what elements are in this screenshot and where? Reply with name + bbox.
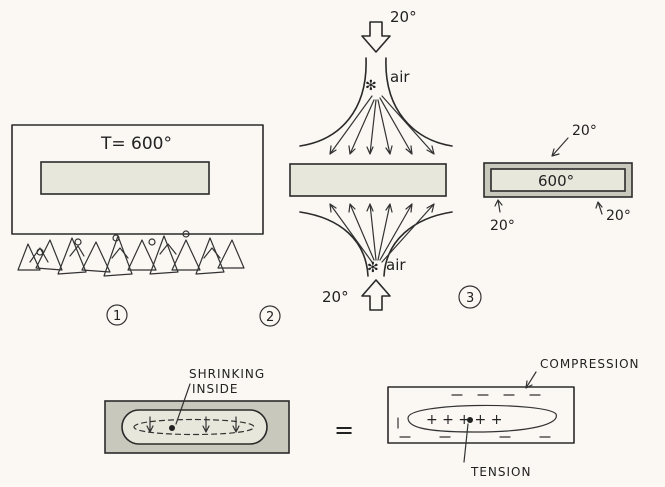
tension-pointer <box>463 423 469 463</box>
shrinking-diagram: SHRINKING INSIDE <box>104 367 290 454</box>
tension-label: TENSION <box>470 465 531 479</box>
bottom-left-pointer <box>494 199 503 213</box>
cooled-top-right-temp: 20° <box>572 123 597 139</box>
shrinking-label-line2: INSIDE <box>192 382 239 396</box>
stress-inner-boundary <box>407 404 557 433</box>
tension-plus-signs: + + + + + <box>426 412 502 428</box>
top-fan-icon: ✻ <box>365 78 377 94</box>
quench-stage: 20° ✻ air ✻ air 20° 2 <box>259 8 453 327</box>
top-air-arrows <box>329 95 435 155</box>
shrinking-dashed-outline <box>133 418 255 436</box>
shrinking-inner-core <box>121 409 268 445</box>
furnace-box <box>11 124 264 235</box>
furnace-stage: T= 600° 1 <box>11 124 264 326</box>
cooled-bottom-right-temp: 20° <box>606 208 631 224</box>
top-right-pointer <box>551 137 569 157</box>
tension-center-dot <box>467 417 473 423</box>
stress-outer-sheet <box>387 386 575 444</box>
stress-diagram: + + + + + COMPRESSION TENSION <box>387 357 640 479</box>
cooled-center-temp: 600° <box>538 172 574 190</box>
equals-sign: = <box>334 416 354 444</box>
top-temp-label: 20° <box>390 8 417 26</box>
step-2-circle <box>259 305 281 327</box>
flames-icon <box>17 230 245 277</box>
bottom-right-pointer <box>595 201 603 215</box>
bottom-temp-label: 20° <box>322 288 349 306</box>
quench-glass-sheet <box>289 163 447 197</box>
step-3-label: 3 <box>466 291 474 306</box>
cooled-glass-inner <box>490 168 626 192</box>
top-nozzle <box>299 57 453 147</box>
top-inlet-arrow-icon <box>361 21 391 53</box>
cooled-bottom-left-temp: 20° <box>490 218 515 234</box>
bottom-air-arrows <box>329 203 435 263</box>
furnace-glass-sheet <box>40 161 210 195</box>
shrinking-pointer <box>175 383 191 425</box>
bottom-inlet-arrow-icon <box>361 279 391 311</box>
step-3-circle <box>458 285 482 309</box>
step-2-label: 2 <box>266 310 274 325</box>
compression-pointer <box>525 371 537 389</box>
shrink-arrows <box>146 416 240 433</box>
step-1-label: 1 <box>113 309 121 324</box>
step-1-circle <box>106 304 128 326</box>
bottom-nozzle <box>299 211 453 277</box>
center-dot <box>169 425 175 431</box>
compression-label: COMPRESSION <box>540 357 640 371</box>
top-air-label: air <box>390 68 410 86</box>
furnace-temperature-label: T= 600° <box>100 134 172 154</box>
bottom-air-label: air <box>386 256 406 274</box>
compression-marks <box>397 394 551 438</box>
shrinking-label-line1: SHRINKING <box>189 367 265 381</box>
bottom-fan-icon: ✻ <box>367 260 379 276</box>
cooled-stage: 600° 20° 20° 20° 3 <box>458 123 633 309</box>
